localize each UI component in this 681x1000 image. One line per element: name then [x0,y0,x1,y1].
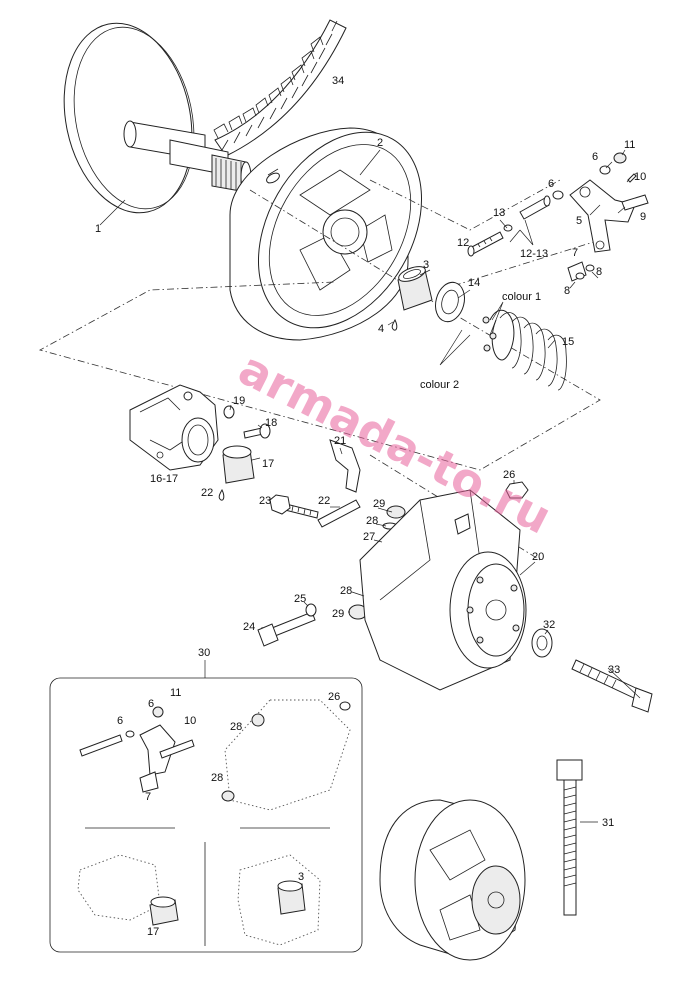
pin-22 [317,499,361,528]
bushing-17 [222,445,255,484]
callout-14: 14 [468,277,480,289]
callout-28a: 28 [366,515,378,527]
kit-callout-28b: 28 [211,772,223,784]
callout-12-13: 12-13 [520,248,548,260]
screw-18 [243,423,271,439]
callout-6b: 6 [548,178,554,190]
callout-10: 10 [634,171,646,183]
roller-arm-assembly [467,152,649,282]
callout-17: 17 [262,458,274,470]
callout-26: 26 [503,469,515,481]
callout-33: 33 [608,664,620,676]
spring-15 [482,309,567,391]
callout-19: 19 [233,395,245,407]
callout-8b: 8 [596,266,602,278]
callout-8a: 8 [564,285,570,297]
housing-20 [359,489,527,691]
washer-32 [531,628,553,658]
callout-11: 11 [624,139,635,151]
callout-22b: 22 [201,487,213,499]
callout-colour-2: colour 2 [420,379,459,391]
callout-12: 12 [457,237,469,249]
callout-23: 23 [259,495,271,507]
kit-box-30 [49,677,363,953]
callout-20: 20 [532,551,544,563]
callout-29b: 29 [332,608,344,620]
callout-34: 34 [332,75,344,87]
bushing-3 [397,266,433,311]
kit-callout-28a: 28 [230,721,242,733]
callout-7: 7 [572,247,578,259]
callout-27: 27 [363,531,375,543]
bolt-31 [556,759,583,916]
kit-callout-17: 17 [147,926,159,938]
kit-callout-26: 26 [328,691,340,703]
cam-block-16-17 [129,384,219,471]
callout-2: 2 [377,137,383,149]
grease-drop-22 [218,488,225,501]
kit-callout-6b: 6 [117,715,123,727]
movable-sheave [229,127,423,341]
washer-14 [435,281,465,323]
callout-3: 3 [423,259,429,271]
washer-19 [223,405,235,419]
kit-callout-10: 10 [184,715,196,727]
callout-15: 15 [562,336,574,348]
callout-28b: 28 [340,585,352,597]
washer-25 [305,603,317,617]
callout-9: 9 [640,211,646,223]
callout-30: 30 [198,647,210,659]
kit-callout-6a: 6 [148,698,154,710]
callout-18: 18 [265,417,277,429]
fixed-sheave [63,22,252,214]
callout-labels: 1 2 3 4 5 6 6 7 8 8 9 10 11 12 13 12-13 … [95,75,646,829]
nut-26 [505,481,529,499]
kit-callout-labels: 11 6 6 10 7 26 28 28 17 3 [117,687,340,938]
callout-6a: 6 [592,151,598,163]
kit-callout-3: 3 [298,871,304,883]
callout-16-17: 16-17 [150,473,178,485]
kit-callout-7: 7 [145,791,151,803]
leader-lines [99,149,641,823]
callout-colour-1: colour 1 [502,291,541,303]
callout-32: 32 [543,619,555,631]
callout-29a: 29 [373,498,385,510]
screw-23 [269,494,319,519]
bolt-24 [257,611,316,647]
grease-drop-4 [391,318,398,331]
drive-belt [213,19,347,157]
cam-lever-21 [329,439,361,493]
callout-25: 25 [294,593,306,605]
assembled-sheave [379,799,526,961]
callout-1: 1 [95,223,101,235]
callout-13: 13 [493,207,505,219]
callout-21: 21 [334,435,346,447]
bolt-33 [571,659,653,713]
callout-22a: 22 [318,495,330,507]
callout-31: 31 [602,817,614,829]
callout-4: 4 [378,323,384,335]
callout-5: 5 [576,215,582,227]
callout-24: 24 [243,621,255,633]
kit-callout-11: 11 [170,687,181,699]
